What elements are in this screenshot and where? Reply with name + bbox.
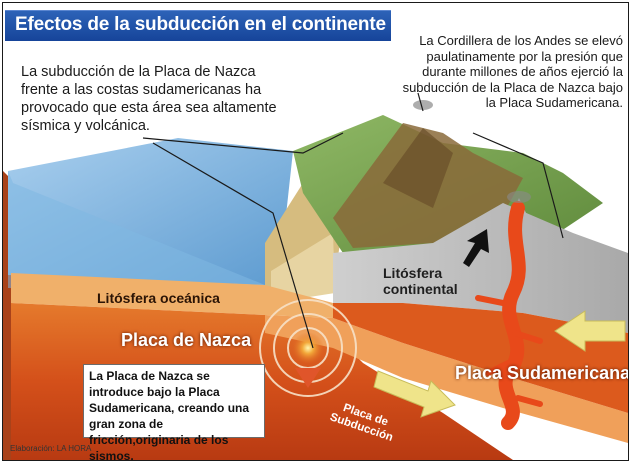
leader-right-1: [417, 92, 424, 112]
coastal-fan: [271, 233, 335, 303]
ocean-front: [8, 171, 265, 293]
leader-right-2: [472, 132, 564, 239]
south-american-plate-body: [333, 303, 628, 413]
seismic-ring-outer: [259, 299, 357, 397]
lava-branches: [475, 295, 543, 407]
continental-rock: [333, 203, 628, 333]
label-nazca-plate: Placa de Nazca: [121, 330, 252, 350]
subduction-arrow: [373, 370, 456, 418]
oceanic-lithosphere-band: [11, 273, 333, 318]
diagram-title: Efectos de la subducción en el continent…: [15, 14, 386, 35]
callout-subduction-effects: La subducción de la Placa de Nazca frent…: [21, 64, 277, 134]
uplift-arrow: [463, 229, 489, 267]
andes-shadow: [383, 128, 453, 208]
title-bar: Efectos de la subducción en el continent…: [5, 10, 391, 41]
focus-down-arrow: [295, 368, 321, 388]
volcano-smoke: [507, 191, 531, 203]
callout-andes-uplift: La Cordillera de los Andes se elevó paul…: [402, 33, 623, 110]
lava-column: [498, 201, 526, 430]
seismic-focus: [292, 332, 324, 364]
volcano-smoke-2: [413, 100, 433, 110]
credit-text: Elaboración: LA HORA: [10, 444, 92, 453]
info-box-friction-zone: La Placa de Nazca se introduce bajo la P…: [83, 364, 265, 460]
leader-left-1: [142, 132, 344, 154]
label-continental-lithosphere: Litósfera continental: [383, 265, 458, 297]
leader-left-2: [152, 142, 314, 349]
label-south-american-plate: Placa Sudamericana: [455, 363, 629, 383]
push-arrow-right: [554, 310, 626, 352]
label-oceanic-lithosphere: Litósfera oceánica: [97, 290, 220, 306]
